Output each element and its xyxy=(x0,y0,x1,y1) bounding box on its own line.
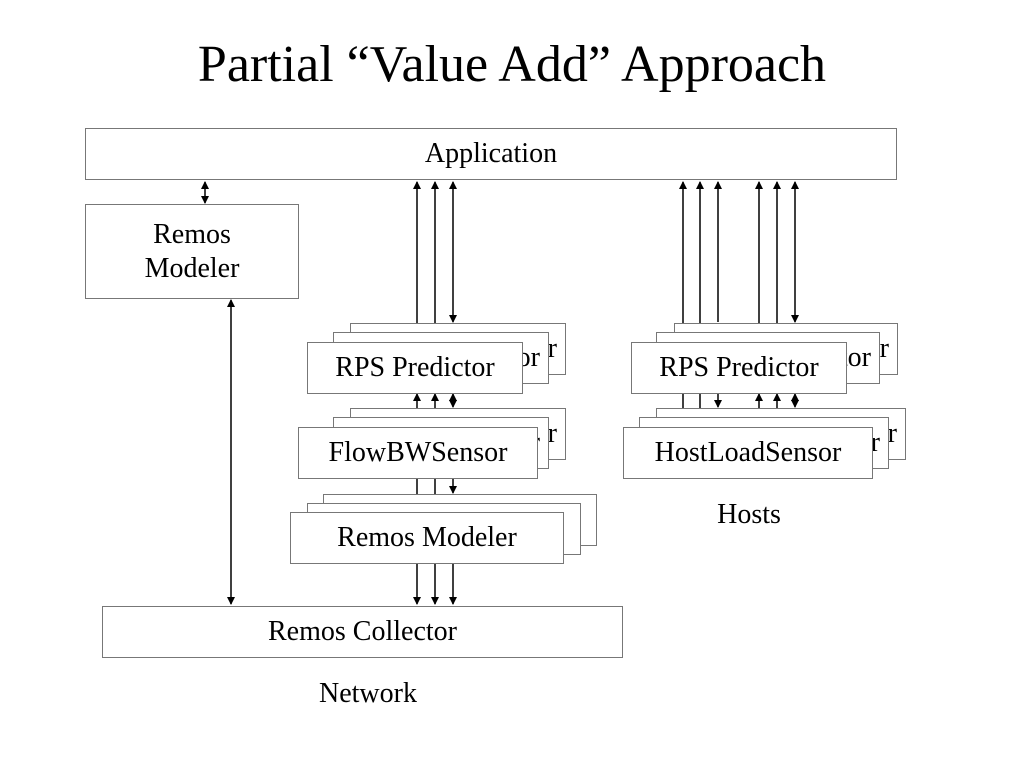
network-label: Network xyxy=(319,678,417,709)
network-rps-predictor-box: RPS Predictor xyxy=(307,342,523,394)
slide-title: Partial “Value Add” Approach xyxy=(197,36,827,93)
host-load-sensor-label: HostLoadSensor xyxy=(654,437,842,468)
remos-collector-box: Remos Collector xyxy=(102,606,623,658)
network-remos-modeler-label: Remos Modeler xyxy=(337,522,517,553)
application-label: Application xyxy=(424,138,558,169)
remos-modeler-left-label: Remos Modeler xyxy=(144,218,240,284)
flowbw-sensor-box: FlowBWSensor xyxy=(298,427,538,479)
host-load-sensor-box: HostLoadSensor xyxy=(623,427,873,479)
host-rps-predictor-label: RPS Predictor xyxy=(659,352,819,383)
application-box: Application xyxy=(85,128,897,180)
network-remos-modeler-box: Remos Modeler xyxy=(290,512,564,564)
hosts-label: Hosts xyxy=(717,499,781,530)
remos-modeler-left-box: Remos Modeler xyxy=(85,204,299,299)
host-rps-predictor-box: RPS Predictor xyxy=(631,342,847,394)
remos-collector-label: Remos Collector xyxy=(268,616,457,647)
network-rps-predictor-label: RPS Predictor xyxy=(335,352,495,383)
flowbw-sensor-label: FlowBWSensor xyxy=(328,437,508,468)
